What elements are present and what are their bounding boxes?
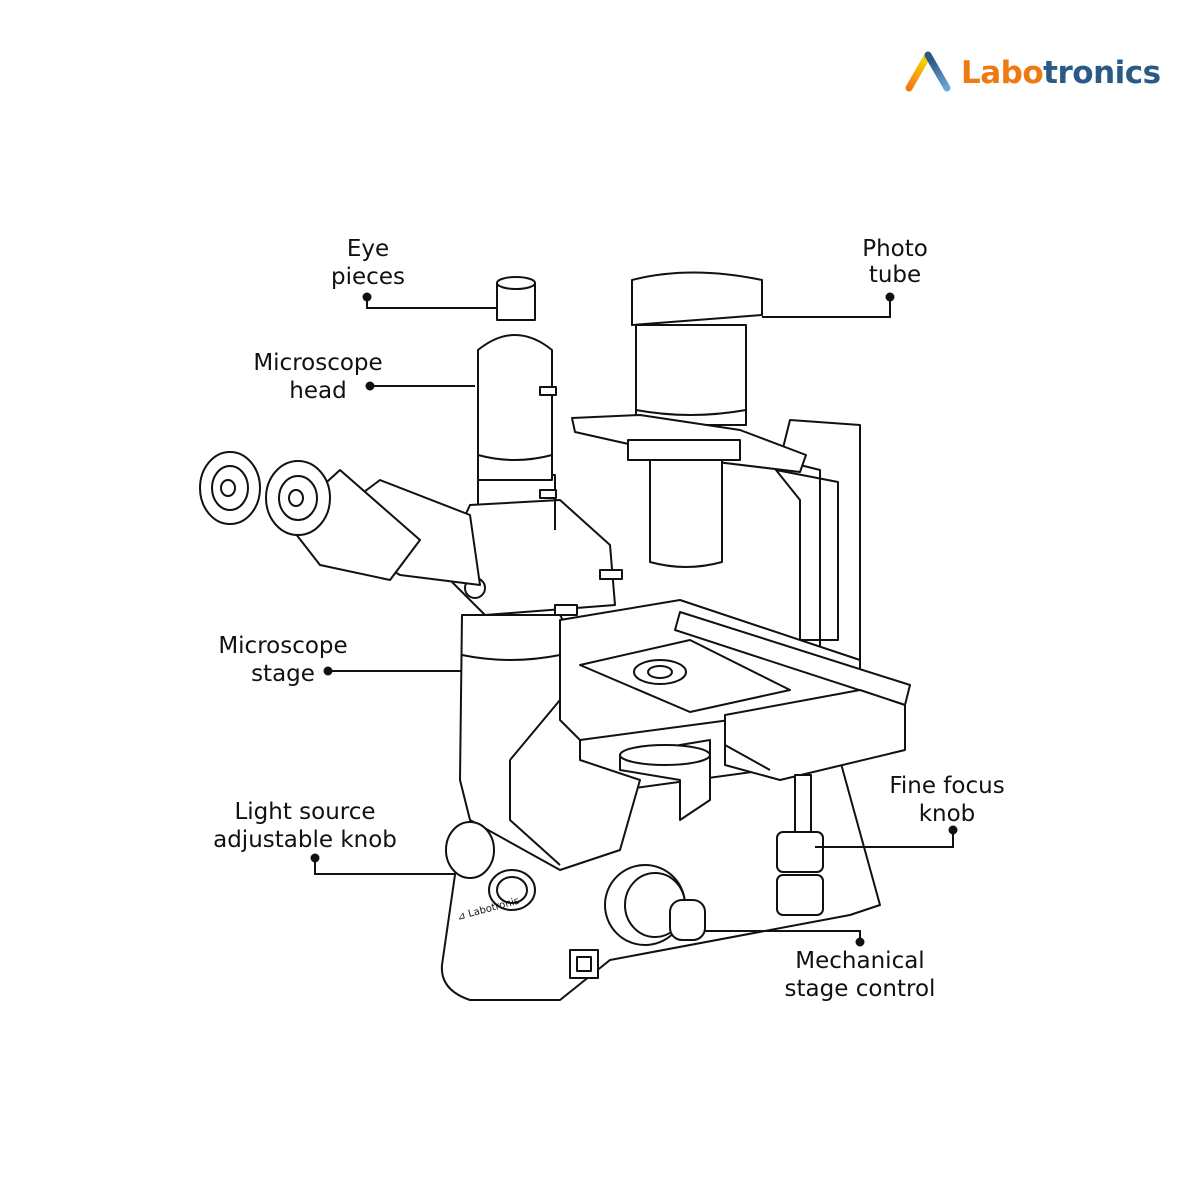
logo-text-tronics: tronics [1043, 55, 1161, 91]
logo-text: Labotronics [961, 55, 1161, 91]
mech-stage-knob-shape [669, 899, 706, 941]
labotronics-logo: Labotronics [903, 50, 1161, 96]
label-line: head [289, 378, 347, 404]
leader-light-knob [314, 858, 455, 875]
label-line: stage control [784, 976, 936, 1002]
photo-tube-camera [631, 271, 763, 326]
logo-text-labo: Labo [961, 55, 1044, 91]
label-line: stage [251, 661, 315, 687]
label-line: Microscope [218, 633, 348, 659]
label-line: Mechanical [795, 948, 925, 974]
photo-tube [635, 324, 747, 426]
fine-focus-knob-shape [776, 831, 824, 873]
label-line: adjustable knob [213, 827, 397, 853]
leader-phototube [762, 297, 891, 318]
label-line: pieces [331, 264, 405, 290]
head-tube [477, 334, 553, 481]
label-line: tube [868, 262, 922, 288]
label-line: Photo [862, 236, 928, 262]
light-knob-shape [445, 821, 495, 879]
lower-tube [649, 459, 723, 568]
leader-mech-stage [705, 930, 861, 942]
logo-triangle-icon [905, 51, 951, 93]
label-line: knob [918, 801, 976, 827]
label-line: Fine focus [889, 773, 1005, 799]
leader-eyepieces [366, 297, 497, 309]
label-line: Light source [234, 799, 376, 825]
label-line: Microscope [253, 350, 383, 376]
leader-fine-focus [815, 830, 954, 848]
label-line: Eye [346, 236, 390, 262]
